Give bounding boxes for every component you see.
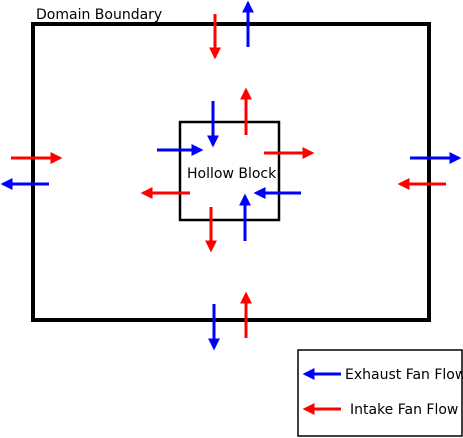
legend: Exhaust Fan Flow Intake Fan Flow bbox=[297, 349, 463, 437]
legend-exhaust-label: Exhaust Fan Flow bbox=[345, 367, 463, 383]
legend-box bbox=[297, 349, 463, 437]
hollow-block-label: Hollow Block bbox=[187, 166, 277, 182]
domain-boundary-rect bbox=[31, 22, 431, 322]
domain-boundary-label: Domain Boundary bbox=[36, 7, 162, 23]
hollow-block-rect bbox=[178, 120, 281, 222]
legend-intake-label: Intake Fan Flow bbox=[350, 402, 458, 418]
